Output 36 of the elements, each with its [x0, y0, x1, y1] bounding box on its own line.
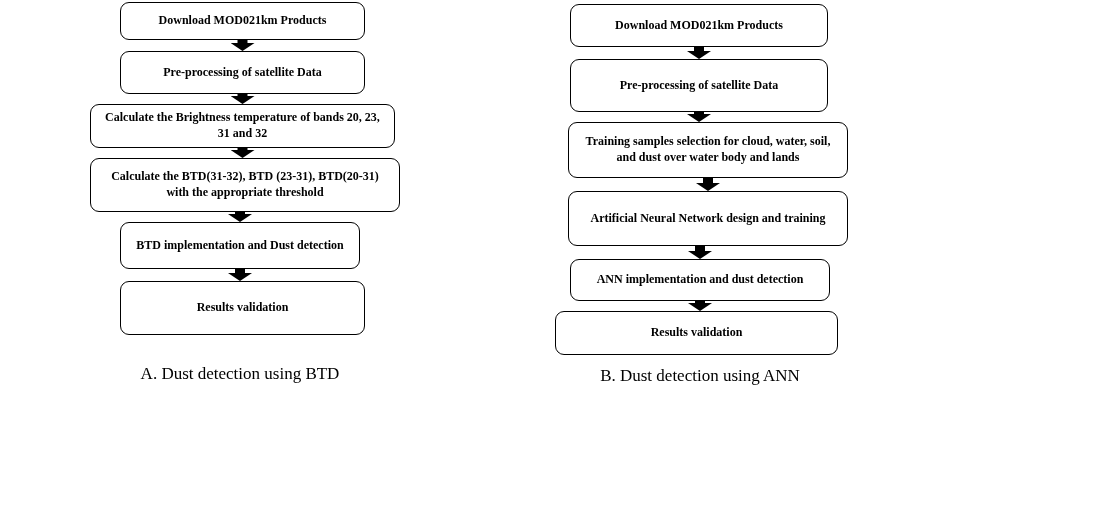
step-text: Results validation [650, 325, 743, 341]
process-box [568, 122, 848, 178]
process-box [568, 191, 848, 246]
process-box [555, 311, 838, 355]
block-arrow [230, 40, 255, 51]
process-box [90, 104, 395, 148]
step-text: ANN implementation and dust detection [596, 272, 804, 288]
block-arrow [230, 94, 255, 104]
step-text: Pre-processing of satellite Data [619, 77, 779, 94]
process-box [120, 51, 365, 94]
block-arrow [688, 301, 712, 311]
step-text: Calculate the Brightness temperature of bands 20, 23, 31 and 32 [104, 110, 381, 142]
step-text: Pre-processing of satellite Data [163, 64, 322, 81]
block-arrow [228, 212, 252, 222]
process-box [570, 259, 830, 301]
step-text: Training samples selection for cloud, water, soil, and dust over water body and lands [584, 134, 832, 166]
process-box [120, 2, 365, 40]
process-box [120, 281, 365, 335]
process-box [570, 4, 828, 47]
process-box [120, 222, 360, 269]
block-arrow [696, 178, 720, 191]
block-arrow [688, 246, 712, 259]
figure-caption: B. Dust detection using ANN [600, 366, 800, 386]
step-text: Calculate the BTD(31-32), BTD (23-31), BTD(20-31) with the appropriate threshold [110, 169, 380, 201]
figure-caption: A. Dust detection using BTD [140, 364, 340, 384]
step-text: Results validation [196, 300, 289, 316]
step-text: Download MOD021km Products [158, 13, 327, 29]
block-arrow [687, 47, 711, 59]
block-arrow [687, 112, 711, 122]
process-box [570, 59, 828, 112]
block-arrow [228, 269, 252, 281]
block-arrow [230, 148, 255, 158]
step-text: Artificial Neural Network design and training [590, 210, 826, 227]
process-box [90, 158, 400, 212]
step-text: Download MOD021km Products [615, 17, 783, 34]
step-text: BTD implementation and Dust detection [136, 237, 344, 254]
